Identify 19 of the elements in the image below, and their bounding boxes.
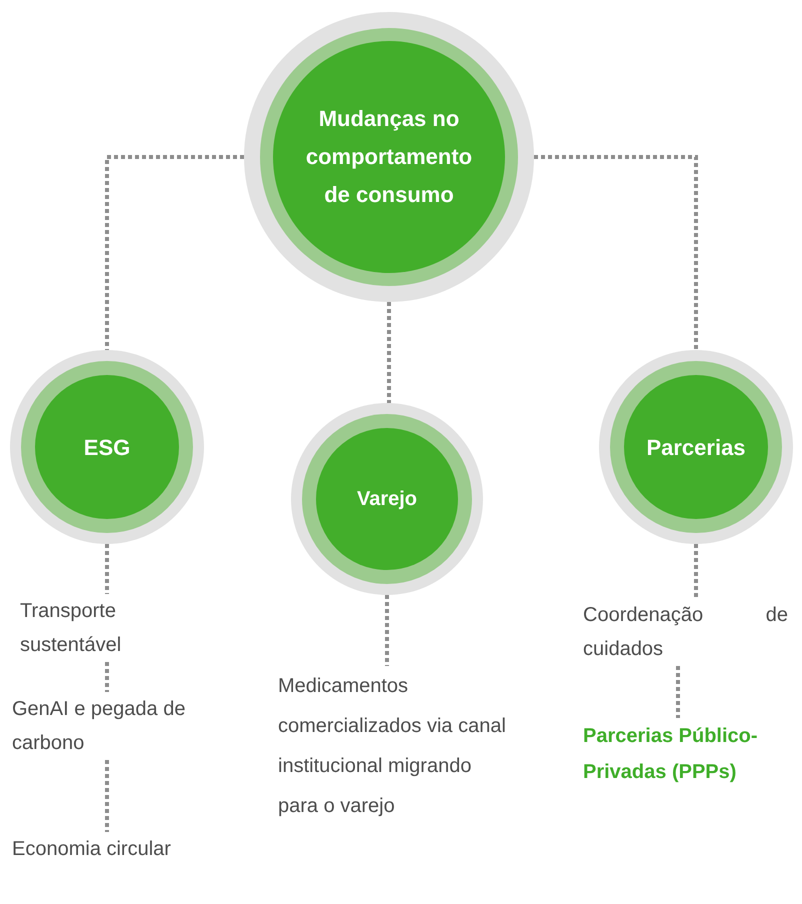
topic-text: GenAI e pegada de carbono xyxy=(12,692,207,760)
topic-text: Transporte sustentável xyxy=(20,594,190,662)
dotted-connector xyxy=(105,544,109,594)
dotted-connector xyxy=(385,595,389,666)
dotted-connector xyxy=(105,662,109,692)
node-title: Parcerias xyxy=(646,434,746,462)
dotted-connector xyxy=(676,666,680,718)
topic-text: Economia circular xyxy=(12,832,182,866)
dotted-connector xyxy=(387,302,391,403)
dotted-connector xyxy=(105,760,109,832)
dotted-connector xyxy=(105,155,244,350)
highlighted-text: Parcerias Público-Privadas (PPPs) xyxy=(583,718,798,790)
topic-text: Coordenação de cuidados xyxy=(583,598,788,666)
topic-text: Medicamentos comercializados via canal institucional migrando para o varejo xyxy=(278,666,510,826)
dotted-connector xyxy=(694,544,698,598)
dotted-connector xyxy=(534,155,698,350)
node-title: Mudanças no comportamento de consumo xyxy=(304,105,474,209)
node-title: ESG xyxy=(84,434,130,462)
node-title: Varejo xyxy=(356,487,418,512)
